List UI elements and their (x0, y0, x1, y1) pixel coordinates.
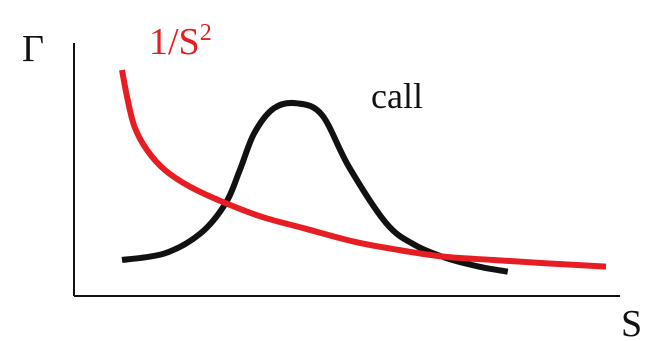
x-axis-title: S (621, 303, 642, 341)
series-label-inverse-square-superscript: 2 (200, 20, 212, 46)
series-line-call (121, 99, 509, 275)
series-line-inverse-square (119, 69, 607, 270)
series-label-call: call (371, 76, 423, 116)
series-group (119, 69, 607, 275)
series-label-inverse-square-main: 1/S (149, 21, 200, 63)
chart-axes (73, 43, 620, 297)
series-label-inverse-square: 1/S2 (149, 20, 212, 63)
y-axis-title: Γ (22, 28, 44, 70)
